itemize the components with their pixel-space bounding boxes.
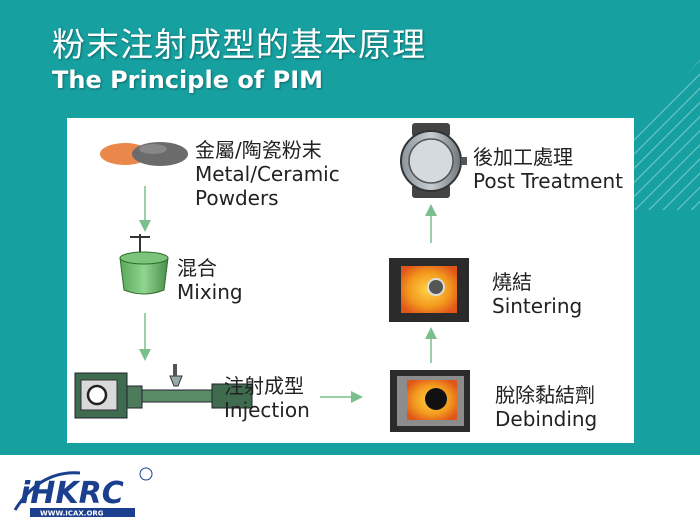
svg-text:WWW.ICAX.ORG: WWW.ICAX.ORG <box>40 510 104 518</box>
svg-text:iHKRC: iHKRC <box>20 476 124 511</box>
debinding-furnace-icon <box>390 370 470 432</box>
label-injection: 注射成型 Injection <box>224 374 310 422</box>
label-sintering: 燒結 Sintering <box>492 270 582 318</box>
label-injection-zh: 注射成型 <box>224 374 304 398</box>
label-mixing: 混合 Mixing <box>177 256 243 304</box>
label-post-en: Post Treatment <box>473 169 623 193</box>
diagram-panel: 金屬/陶瓷粉末 Metal/Ceramic Powders 混合 Mixing … <box>67 118 634 443</box>
mixing-bucket-icon <box>119 234 169 295</box>
label-sintering-en: Sintering <box>492 294 583 318</box>
page-title: 粉末注射成型的基本原理 <box>52 25 426 64</box>
label-debinding: 脫除黏結劑 Debinding <box>495 383 597 431</box>
ihkrc-logo: iHKRC WWW.ICAX.ORG <box>13 467 153 518</box>
injection-machine-icon <box>74 364 253 419</box>
label-sintering-zh: 燒結 <box>492 270 532 294</box>
label-mixing-en: Mixing <box>177 280 243 304</box>
label-powders-en2: Powders <box>195 186 279 210</box>
label-post-treatment: 後加工處理 Post Treatment <box>473 145 623 193</box>
page-subtitle: The Principle of PIM <box>52 66 324 94</box>
label-powders-zh: 金屬/陶瓷粉末 <box>195 138 322 162</box>
label-powders: 金屬/陶瓷粉末 Metal/Ceramic Powders <box>195 138 340 210</box>
powder-pile-icon <box>100 142 188 166</box>
label-mixing-zh: 混合 <box>177 256 217 280</box>
label-powders-en1: Metal/Ceramic <box>195 162 340 186</box>
label-debinding-en: Debinding <box>495 407 598 431</box>
watch-icon <box>400 123 467 198</box>
label-injection-en: Injection <box>224 398 310 422</box>
process-diagram <box>74 123 470 432</box>
label-post-zh: 後加工處理 <box>473 145 573 169</box>
label-debinding-zh: 脫除黏結劑 <box>495 383 595 407</box>
sintering-furnace-icon <box>389 258 469 322</box>
